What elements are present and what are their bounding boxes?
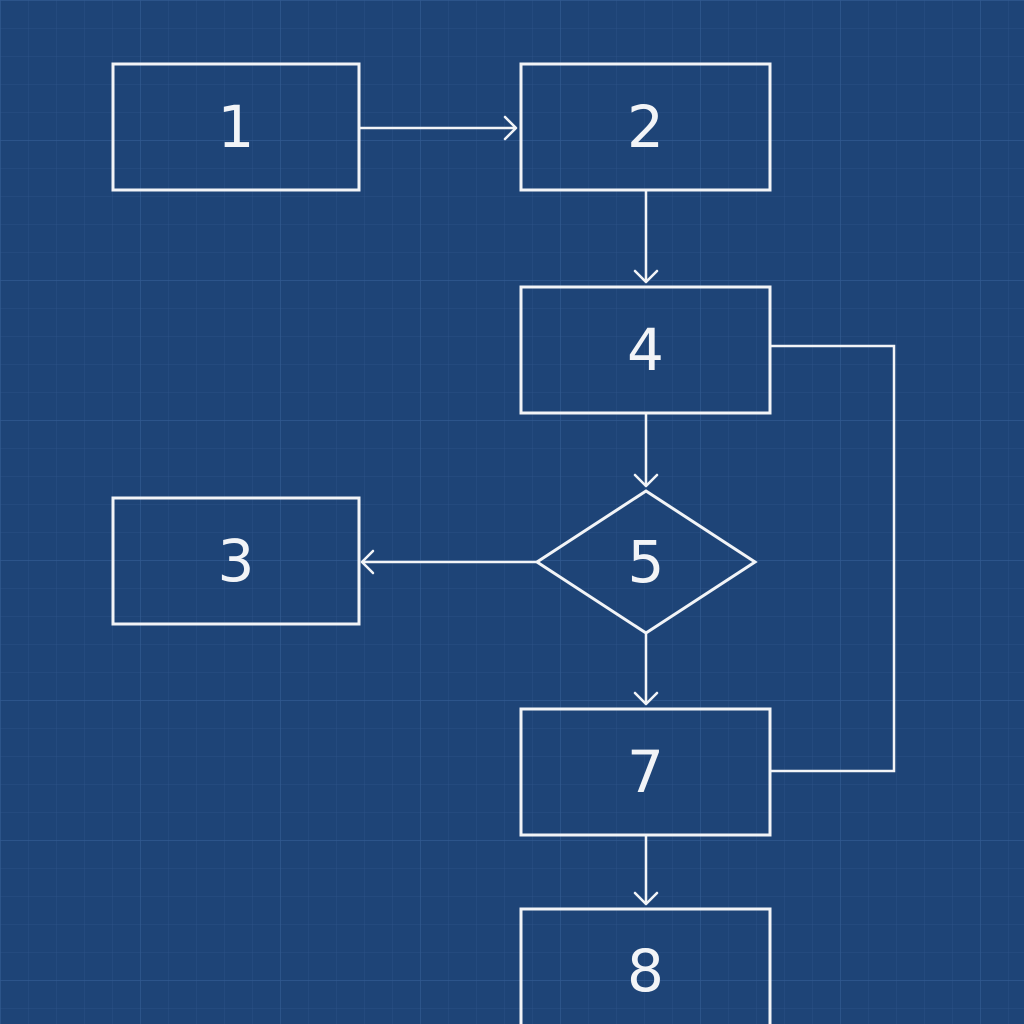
arrowhead bbox=[633, 891, 659, 906]
node-3: 3 bbox=[111, 496, 361, 626]
arrowhead bbox=[360, 549, 375, 575]
edge-n7-n8 bbox=[633, 835, 659, 906]
edge-n2-n4 bbox=[633, 190, 659, 284]
node-8: 8 bbox=[519, 907, 772, 1024]
node-7: 7 bbox=[519, 707, 772, 837]
node-label: 1 bbox=[218, 93, 255, 161]
edge-n4-n7 bbox=[770, 344, 896, 773]
arrowhead bbox=[503, 115, 518, 141]
edges-layer bbox=[359, 115, 896, 906]
edge-n4-n5 bbox=[633, 413, 659, 488]
node-label: 3 bbox=[218, 527, 255, 595]
node-1: 1 bbox=[111, 62, 361, 192]
node-label: 2 bbox=[627, 93, 664, 161]
node-label: 7 bbox=[627, 738, 664, 806]
process-box bbox=[111, 62, 361, 192]
arrowhead bbox=[633, 269, 659, 284]
process-box bbox=[519, 62, 772, 192]
edge-n5-n3 bbox=[360, 549, 537, 575]
node-label: 8 bbox=[627, 937, 664, 1005]
node-label: 4 bbox=[627, 316, 664, 384]
process-box bbox=[519, 907, 772, 1024]
node-5: 5 bbox=[534, 489, 758, 635]
node-label: 5 bbox=[628, 528, 665, 596]
edge-n1-n2 bbox=[359, 115, 518, 141]
arrowhead bbox=[633, 691, 659, 706]
edge-line bbox=[770, 344, 896, 773]
arrowhead bbox=[633, 473, 659, 488]
edge-n5-n7 bbox=[633, 633, 659, 706]
nodes-layer: 1 2 4 5 3 7 8 bbox=[111, 62, 772, 1024]
process-box bbox=[519, 707, 772, 837]
node-4: 4 bbox=[519, 285, 772, 415]
decision-diamond bbox=[534, 489, 758, 635]
node-2: 2 bbox=[519, 62, 772, 192]
process-box bbox=[519, 285, 772, 415]
process-box bbox=[111, 496, 361, 626]
